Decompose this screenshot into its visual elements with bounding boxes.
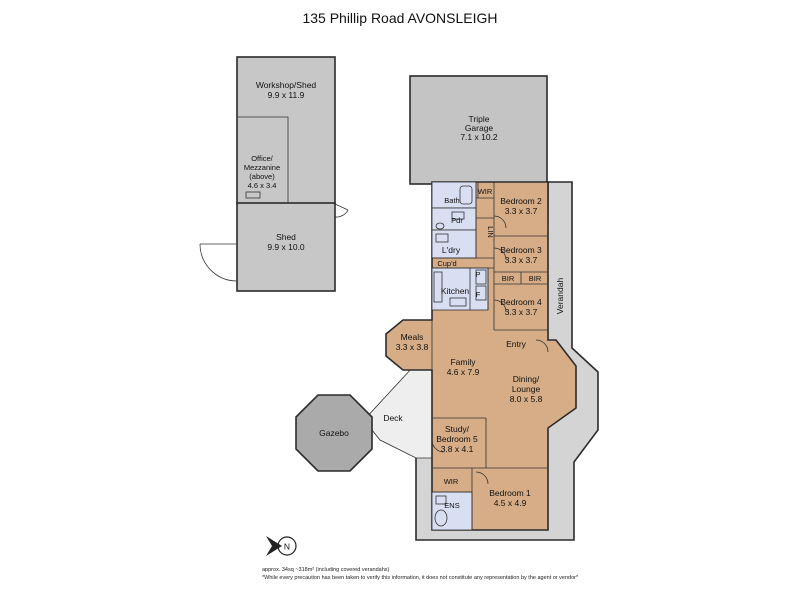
office-sink xyxy=(245,191,261,199)
family-size: 4.6 x 7.9 xyxy=(447,367,480,377)
deck-label: Deck xyxy=(383,413,403,423)
bedroom3-size: 3.3 x 3.7 xyxy=(505,255,538,265)
garage-label-2: Garage xyxy=(465,123,494,133)
gazebo-structure xyxy=(295,394,373,472)
garage-label-1: Triple xyxy=(469,114,490,124)
office-label-2: Mezzanine xyxy=(244,163,280,172)
office-label-1: Office/ xyxy=(251,154,273,163)
compass-letter: N xyxy=(284,542,290,552)
disclaimer-note: *While every precaution has been taken t… xyxy=(262,575,579,581)
internal-walls xyxy=(431,182,548,530)
bir2-label: BIR xyxy=(529,274,542,283)
bedroom2-label: Bedroom 2 xyxy=(500,196,542,206)
cupboard-label: Cup'd xyxy=(437,259,456,268)
shed-side-door xyxy=(334,203,349,218)
bedroom4-label: Bedroom 4 xyxy=(500,297,542,307)
bir1-label: BIR xyxy=(502,274,515,283)
lin-label: LIN xyxy=(486,226,495,238)
workshop-size: 9.9 x 11.9 xyxy=(268,90,305,100)
bedroom2-size: 3.3 x 3.7 xyxy=(505,206,538,216)
workshop-label: Workshop/Shed xyxy=(256,80,317,90)
study-label-2: Bedroom 5 xyxy=(436,434,478,444)
bedroom4-size: 3.3 x 3.7 xyxy=(505,307,538,317)
office-wall xyxy=(237,116,289,203)
family-label: Family xyxy=(450,357,476,367)
dining-label-1: Dining/ xyxy=(513,374,540,384)
wir-top-label: WIR xyxy=(478,187,493,196)
garage-size: 7.1 x 10.2 xyxy=(460,132,498,142)
office-size: 4.6 x 3.4 xyxy=(248,181,277,190)
pdr-label: Pdr xyxy=(451,216,463,225)
dining-size: 8.0 x 5.8 xyxy=(510,394,543,404)
bedroom1-size: 4.5 x 4.9 xyxy=(494,498,527,508)
fixtures xyxy=(433,185,487,527)
door-swings xyxy=(431,215,549,485)
study-size: 3.8 x 4.1 xyxy=(441,444,474,454)
room-labels: Workshop/Shed 9.9 x 11.9 Office/ Mezzani… xyxy=(244,80,565,510)
dining-label-2: Lounge xyxy=(512,384,541,394)
triple-garage xyxy=(409,75,548,185)
workshop-shed-area xyxy=(236,56,336,205)
area-note: approx. 34sq ~318m² (including covered v… xyxy=(262,567,390,573)
bedroom1-label: Bedroom 1 xyxy=(489,488,531,498)
shed-area xyxy=(236,202,336,292)
living-area xyxy=(385,181,577,531)
verandah-label: Verandah xyxy=(555,278,565,315)
kitchen-room xyxy=(431,267,489,311)
north-compass-icon: N xyxy=(266,536,297,556)
shed-building xyxy=(199,56,349,292)
meals-size: 3.3 x 3.8 xyxy=(396,342,429,352)
pantry-label: P xyxy=(475,270,480,279)
laundry-label: L'dry xyxy=(442,245,461,255)
shed-label: Shed xyxy=(276,232,296,242)
study-label-1: Study/ xyxy=(445,424,470,434)
page-title: 135 Phillip Road AVONSLEIGH xyxy=(302,10,498,26)
shed-size: 9.9 x 10.0 xyxy=(267,242,305,252)
meals-label: Meals xyxy=(401,332,424,342)
shed-door-swing xyxy=(199,243,238,282)
wir-bottom-label: WIR xyxy=(444,477,459,486)
bath-label: Bath xyxy=(444,196,459,205)
gazebo-label: Gazebo xyxy=(319,428,349,438)
ensuite-label: ENS xyxy=(444,501,459,510)
bedroom3-label: Bedroom 3 xyxy=(500,245,542,255)
kitchen-label: Kitchen xyxy=(441,286,470,296)
entry-label: Entry xyxy=(506,339,527,349)
office-label-3: (above) xyxy=(249,172,275,181)
fridge-label: F xyxy=(476,290,481,299)
house-main xyxy=(385,181,577,531)
